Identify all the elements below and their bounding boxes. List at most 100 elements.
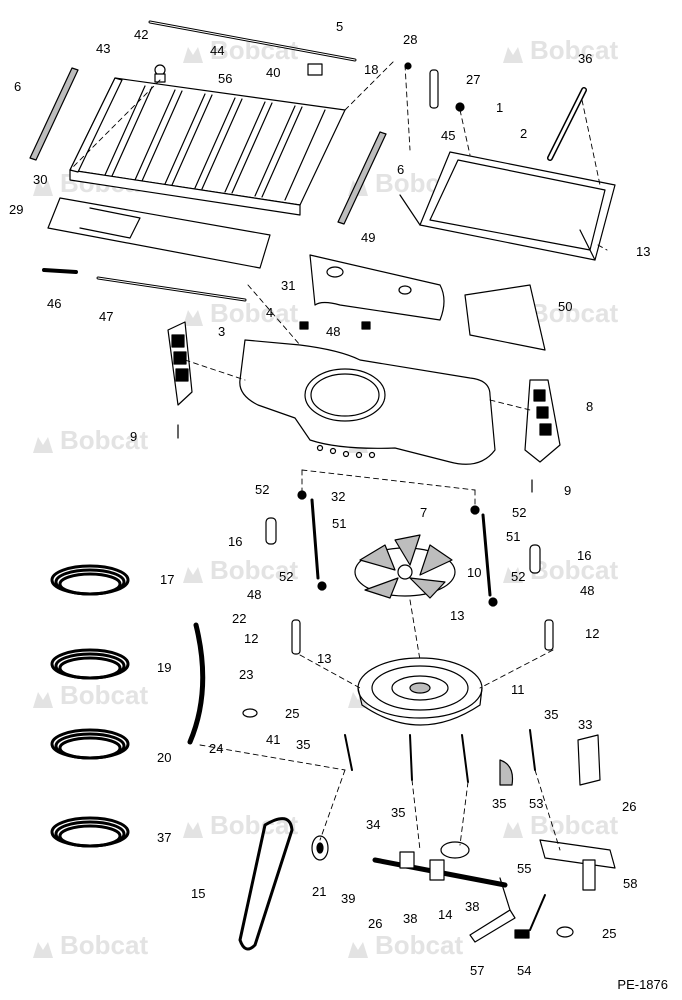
part-handle-58 — [539, 839, 616, 891]
callout-30: 30 — [33, 172, 48, 187]
callout-25-lower: 25 — [602, 926, 617, 941]
part-rod-35 — [344, 729, 536, 783]
callout-17: 17 — [160, 572, 175, 587]
part-guard-53 — [499, 759, 514, 786]
callout-18: 18 — [364, 62, 379, 77]
callout-35-left: 35 — [296, 737, 311, 752]
callout-48-right: 48 — [580, 583, 595, 598]
callout-52-mid-right: 52 — [511, 569, 526, 584]
callout-11: 11 — [511, 682, 525, 697]
callout-16: 16 — [228, 534, 243, 549]
callout-35-lower-right: 35 — [492, 796, 507, 811]
part-side-panel-50 — [464, 284, 546, 351]
callout-53: 53 — [529, 796, 544, 811]
callout-7: 7 — [420, 505, 428, 520]
callout-48-left: 48 — [247, 587, 262, 602]
assembly-guide-lines — [69, 59, 608, 851]
part-hose-19 — [50, 648, 130, 680]
callout-44: 44 — [210, 43, 225, 58]
part-seal-strip-6-left — [29, 67, 79, 161]
callout-9: 9 — [130, 429, 138, 444]
callout-13: 13 — [636, 244, 651, 259]
callout-12-right: 12 — [585, 626, 600, 641]
callout-25: 25 — [285, 706, 300, 721]
callout-50: 50 — [558, 299, 573, 314]
callout-22: 22 — [232, 611, 247, 626]
callout-19: 19 — [157, 660, 172, 675]
callout-40: 40 — [266, 65, 281, 80]
part-fan-10 — [354, 534, 456, 599]
callout-26: 26 — [622, 799, 637, 814]
callout-58: 58 — [623, 876, 638, 891]
part-bracket-33 — [577, 734, 601, 786]
part-fan-shroud-11 — [357, 657, 483, 726]
callout-42: 42 — [134, 27, 149, 42]
callout-54: 54 — [517, 963, 532, 978]
part-hose-37 — [50, 816, 130, 848]
callout-29: 29 — [9, 202, 24, 217]
part-harness-54 — [514, 894, 546, 939]
part-pulley-21 — [311, 835, 329, 861]
drawing-number: PE-1876 — [617, 977, 668, 992]
part-rod-5 — [148, 20, 357, 62]
callout-35-lower: 35 — [391, 805, 406, 820]
callout-39: 39 — [341, 891, 356, 906]
part-housing-4 — [239, 321, 496, 465]
callout-36: 36 — [578, 51, 593, 66]
part-tray-frame-2 — [399, 151, 616, 261]
callout-1: 1 — [496, 100, 504, 115]
callout-21: 21 — [312, 884, 327, 899]
part-hood-frame-30 — [69, 63, 346, 216]
part-rod-12 — [291, 619, 554, 655]
callout-55: 55 — [517, 861, 532, 876]
callout-52-right: 52 — [512, 505, 527, 520]
callout-51-right: 51 — [506, 529, 521, 544]
callout-26-lower: 26 — [368, 916, 383, 931]
callout-24: 24 — [209, 741, 224, 756]
callout-20: 20 — [157, 750, 172, 765]
callout-2: 2 — [520, 126, 528, 141]
part-strip-46 — [42, 268, 78, 274]
callout-16-right: 16 — [577, 548, 592, 563]
part-rod-51 — [310, 498, 492, 597]
callout-13-mid: 13 — [450, 608, 465, 623]
part-tube-23 — [187, 622, 206, 745]
callout-28: 28 — [403, 32, 418, 47]
callout-13-lower: 13 — [317, 651, 332, 666]
callout-14: 14 — [438, 907, 453, 922]
part-side-panel-49 — [309, 254, 445, 321]
callout-12: 12 — [244, 631, 259, 646]
callout-9-right: 9 — [564, 483, 572, 498]
callout-52: 52 — [255, 482, 270, 497]
callout-56: 56 — [218, 71, 233, 86]
part-spacer-16 — [265, 517, 541, 574]
part-arm-57 — [469, 877, 516, 943]
callout-38: 38 — [403, 911, 418, 926]
callout-5: 5 — [336, 19, 344, 34]
callout-52-mid: 52 — [279, 569, 294, 584]
part-rod-36 — [547, 87, 587, 161]
callout-43: 43 — [96, 41, 111, 56]
callout-6: 6 — [14, 79, 22, 94]
part-cover-plate-29 — [47, 197, 271, 269]
callout-23: 23 — [239, 667, 254, 682]
part-hose-17 — [50, 564, 130, 596]
callout-38-right: 38 — [465, 899, 480, 914]
callout-32: 32 — [331, 489, 346, 504]
callout-4: 4 — [266, 305, 274, 320]
part-belt-15 — [238, 817, 294, 951]
callout-45: 45 — [441, 128, 456, 143]
callout-6-right: 6 — [397, 162, 405, 177]
callout-35: 35 — [544, 707, 559, 722]
callout-51: 51 — [332, 516, 347, 531]
callout-8: 8 — [586, 399, 594, 414]
callout-34: 34 — [366, 817, 381, 832]
part-strip-47 — [96, 276, 247, 302]
part-grille-3 — [167, 321, 193, 406]
callout-10: 10 — [467, 565, 482, 580]
callout-31: 31 — [281, 278, 296, 293]
callout-33: 33 — [578, 717, 593, 732]
callout-46: 46 — [47, 296, 62, 311]
part-grille-8 — [524, 379, 561, 463]
